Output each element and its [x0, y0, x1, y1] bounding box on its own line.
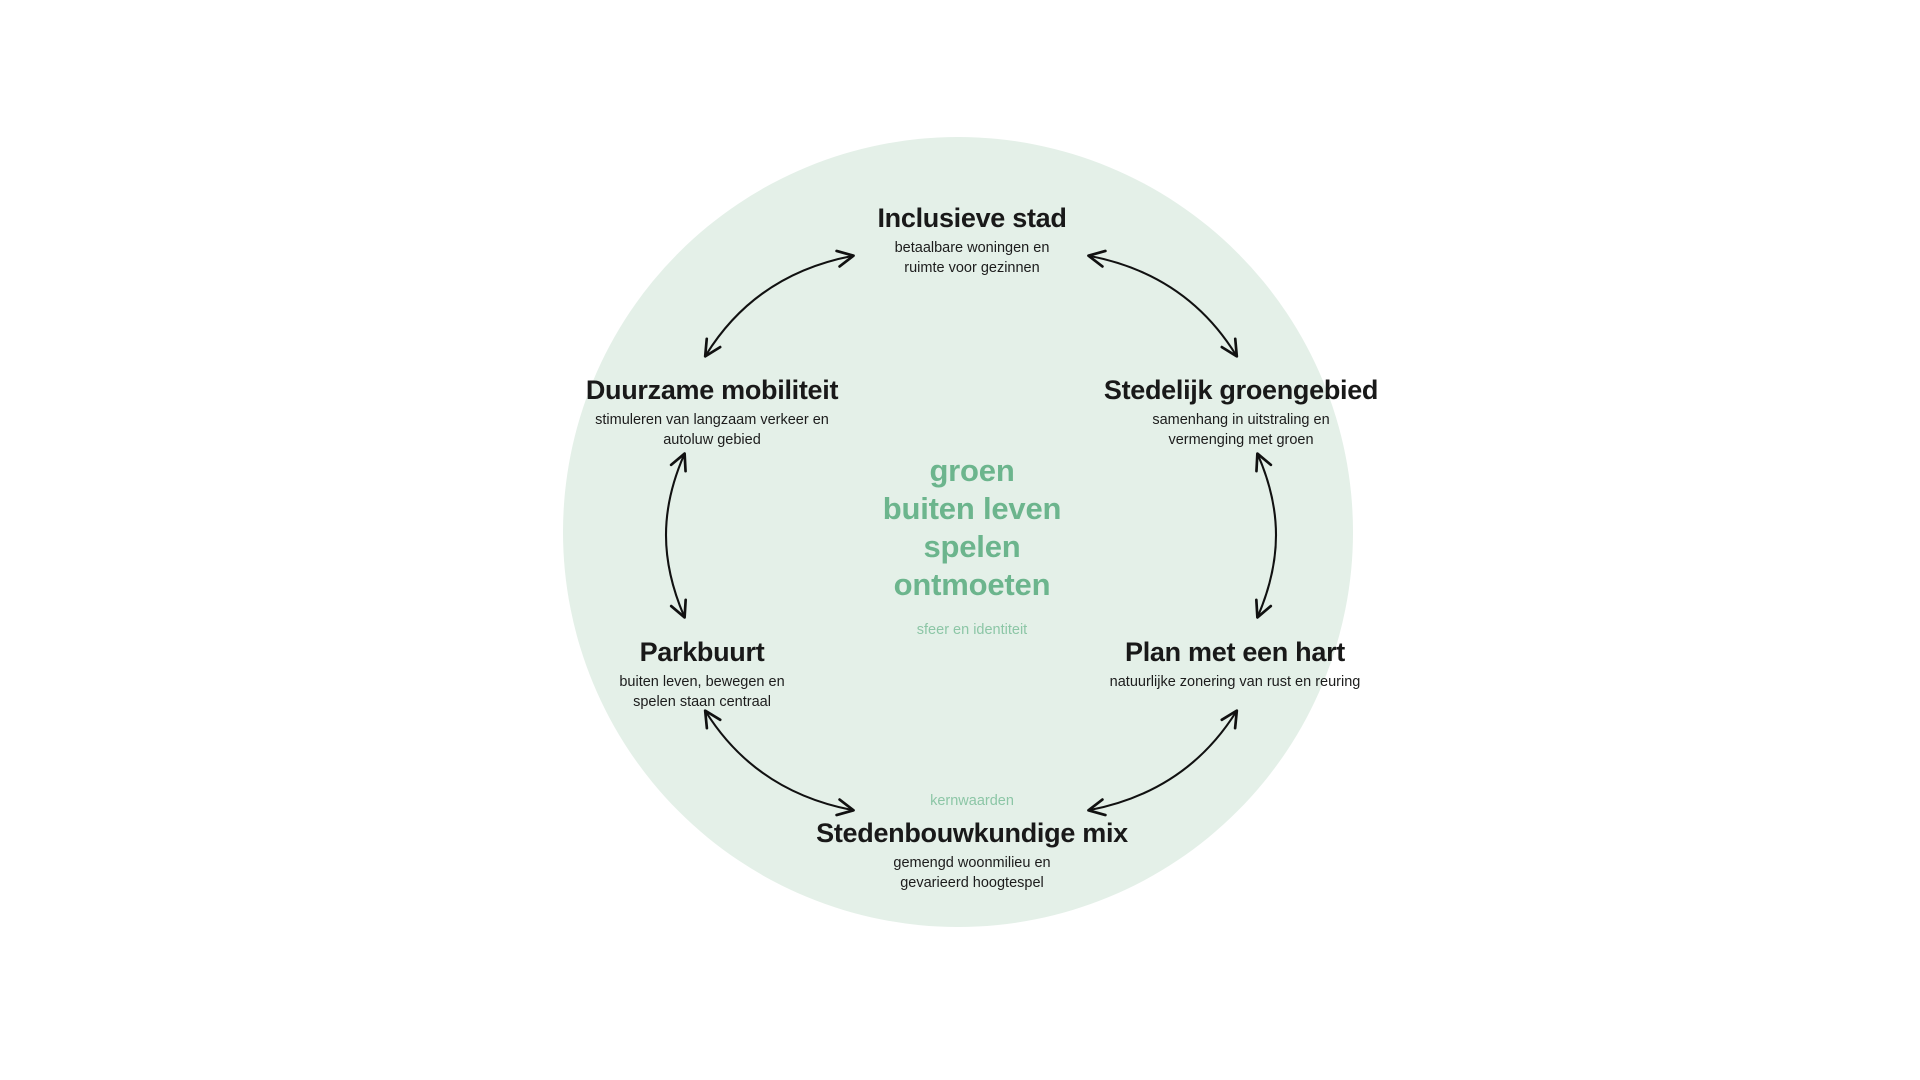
- node-stedelijk-groengebied[interactable]: Stedelijk groengebied samenhang in uitst…: [1103, 375, 1379, 450]
- center-keyword: buiten leven: [882, 491, 1062, 526]
- kernwaarden-caption-label: kernwaarden: [930, 793, 1014, 809]
- node-subtitle: samenhang in uitstraling en vermenging m…: [1104, 411, 1378, 450]
- node-title: Stedelijk groengebied: [1103, 375, 1379, 405]
- node-parkbuurt[interactable]: Parkbuurt buiten leven, bewegen en spele…: [619, 637, 784, 712]
- center-keyword: spelen: [923, 529, 1021, 564]
- center-keyword: groen: [929, 453, 1015, 488]
- node-subtitle-line: gemengd woonmilieu en: [893, 855, 1051, 872]
- node-stedenbouwkundige-mix[interactable]: Stedenbouwkundige mix gemengd woonmilieu…: [816, 818, 1128, 893]
- node-title: Plan met een hart: [1125, 637, 1345, 667]
- node-subtitle-line: ruimte voor gezinnen: [904, 259, 1040, 276]
- node-plan-met-een-hart[interactable]: Plan met een hart natuurlijke zonering v…: [1110, 637, 1361, 693]
- node-title: Stedenbouwkundige mix: [816, 818, 1128, 848]
- node-subtitle-line: natuurlijke zonering van rust en reuring: [1109, 674, 1361, 691]
- node-subtitle-line: autoluw gebied: [663, 431, 761, 448]
- node-subtitle: gemengd woonmilieu en gevarieerd hoogtes…: [816, 854, 1128, 893]
- node-title: Inclusieve stad: [877, 203, 1067, 233]
- node-subtitle: natuurlijke zonering van rust en reuring: [1110, 673, 1361, 693]
- node-subtitle-line: betaalbare woningen en: [894, 240, 1050, 257]
- center-identity-block: groen buiten leven spelen ontmoeten sfee…: [882, 453, 1062, 638]
- node-subtitle-line: vermenging met groen: [1168, 431, 1314, 448]
- node-subtitle-line: buiten leven, bewegen en: [619, 674, 785, 691]
- node-subtitle: stimuleren van langzaam verkeer en autol…: [586, 411, 838, 450]
- node-title: Duurzame mobiliteit: [585, 375, 839, 405]
- node-subtitle: betaalbare woningen en ruimte voor gezin…: [877, 239, 1066, 278]
- node-title: Parkbuurt: [639, 637, 765, 667]
- node-subtitle: buiten leven, bewegen en spelen staan ce…: [619, 673, 784, 712]
- center-keyword: ontmoeten: [893, 567, 1051, 602]
- center-caption-label: sfeer en identiteit: [916, 622, 1028, 638]
- node-subtitle-line: samenhang in uitstraling en: [1152, 412, 1330, 429]
- node-subtitle-line: gevarieerd hoogtespel: [900, 874, 1044, 891]
- node-duurzame-mobiliteit[interactable]: Duurzame mobiliteit stimuleren van langz…: [585, 375, 839, 450]
- node-subtitle-line: spelen staan centraal: [633, 693, 771, 710]
- node-inclusieve-stad[interactable]: Inclusieve stad betaalbare woningen en r…: [877, 203, 1066, 278]
- node-subtitle-line: stimuleren van langzaam verkeer en: [595, 412, 829, 429]
